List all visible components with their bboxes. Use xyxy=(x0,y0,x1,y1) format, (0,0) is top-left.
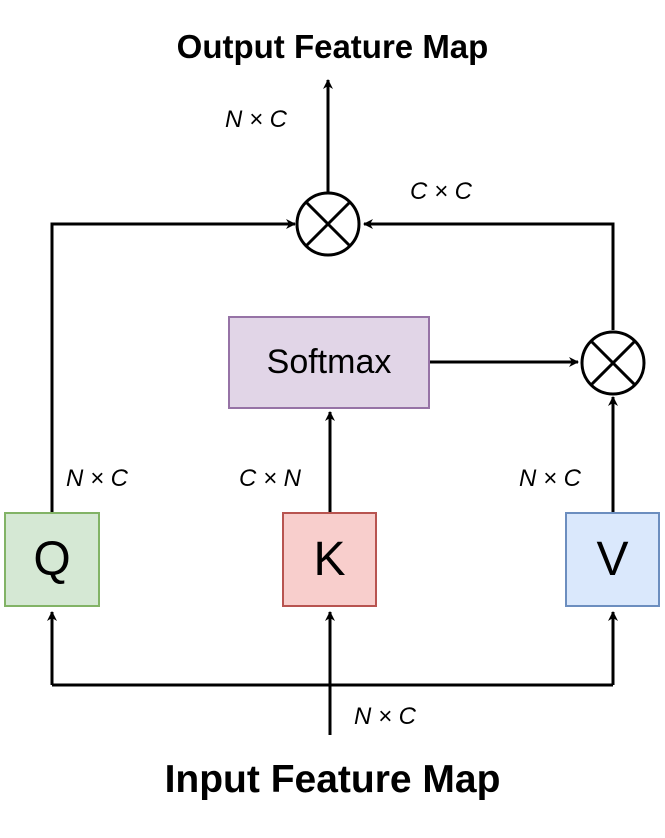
k-dim-label: C × N xyxy=(239,465,302,492)
multiply-op-right xyxy=(580,330,646,396)
output-dim-label: N × C xyxy=(225,106,288,133)
input-dim-label: N × C xyxy=(354,703,417,730)
output-title: Output Feature Map xyxy=(176,28,489,65)
arrow-mult-right-to-mult-top xyxy=(363,219,615,330)
k-node: K xyxy=(282,512,377,607)
q-dim-label: N × C xyxy=(66,465,129,492)
q-node: Q xyxy=(4,512,100,607)
v-dim-label: N × C xyxy=(519,465,582,492)
attention-dim-label: C × C xyxy=(410,178,473,205)
softmax-node: Softmax xyxy=(228,316,430,409)
v-node: V xyxy=(565,512,660,607)
arrow-q-to-mult-top xyxy=(50,219,296,512)
input-title: Input Feature Map xyxy=(164,758,501,801)
multiply-op-top xyxy=(295,191,361,257)
